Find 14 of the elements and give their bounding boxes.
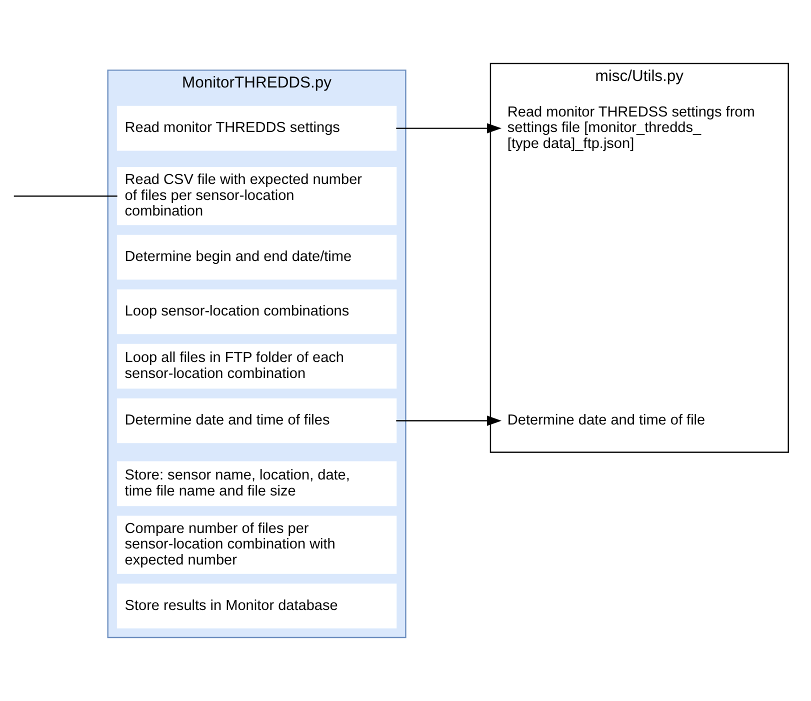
arrow [396, 123, 502, 134]
arrow [396, 416, 502, 426]
node-box: Compare number of files per sensor-location combination with expected number [116, 516, 397, 574]
connector [14, 196, 118, 197]
node-text: Determine date and time of file [507, 412, 706, 428]
node-box: Store: sensor name, location, date, time file name and file size [116, 461, 397, 506]
node-text: Read monitor THREDSS settings from settings file [monitor_thredds_ [type data]_ftp.json] [507, 104, 755, 152]
node-box: Store results in Monitor database [116, 584, 397, 628]
node-box: Loop all files in FTP folder of each sensor-location combination [116, 344, 397, 389]
node-box: Determine date and time of files [116, 398, 397, 444]
node-box: Loop sensor-location combinations [116, 289, 397, 334]
node-box: Determine begin and end date/time [116, 234, 397, 280]
node-box: Read CSV file with expected number of files per sensor-location combination [116, 167, 397, 226]
node-box: Read monitor THREDDS settings [116, 106, 397, 151]
